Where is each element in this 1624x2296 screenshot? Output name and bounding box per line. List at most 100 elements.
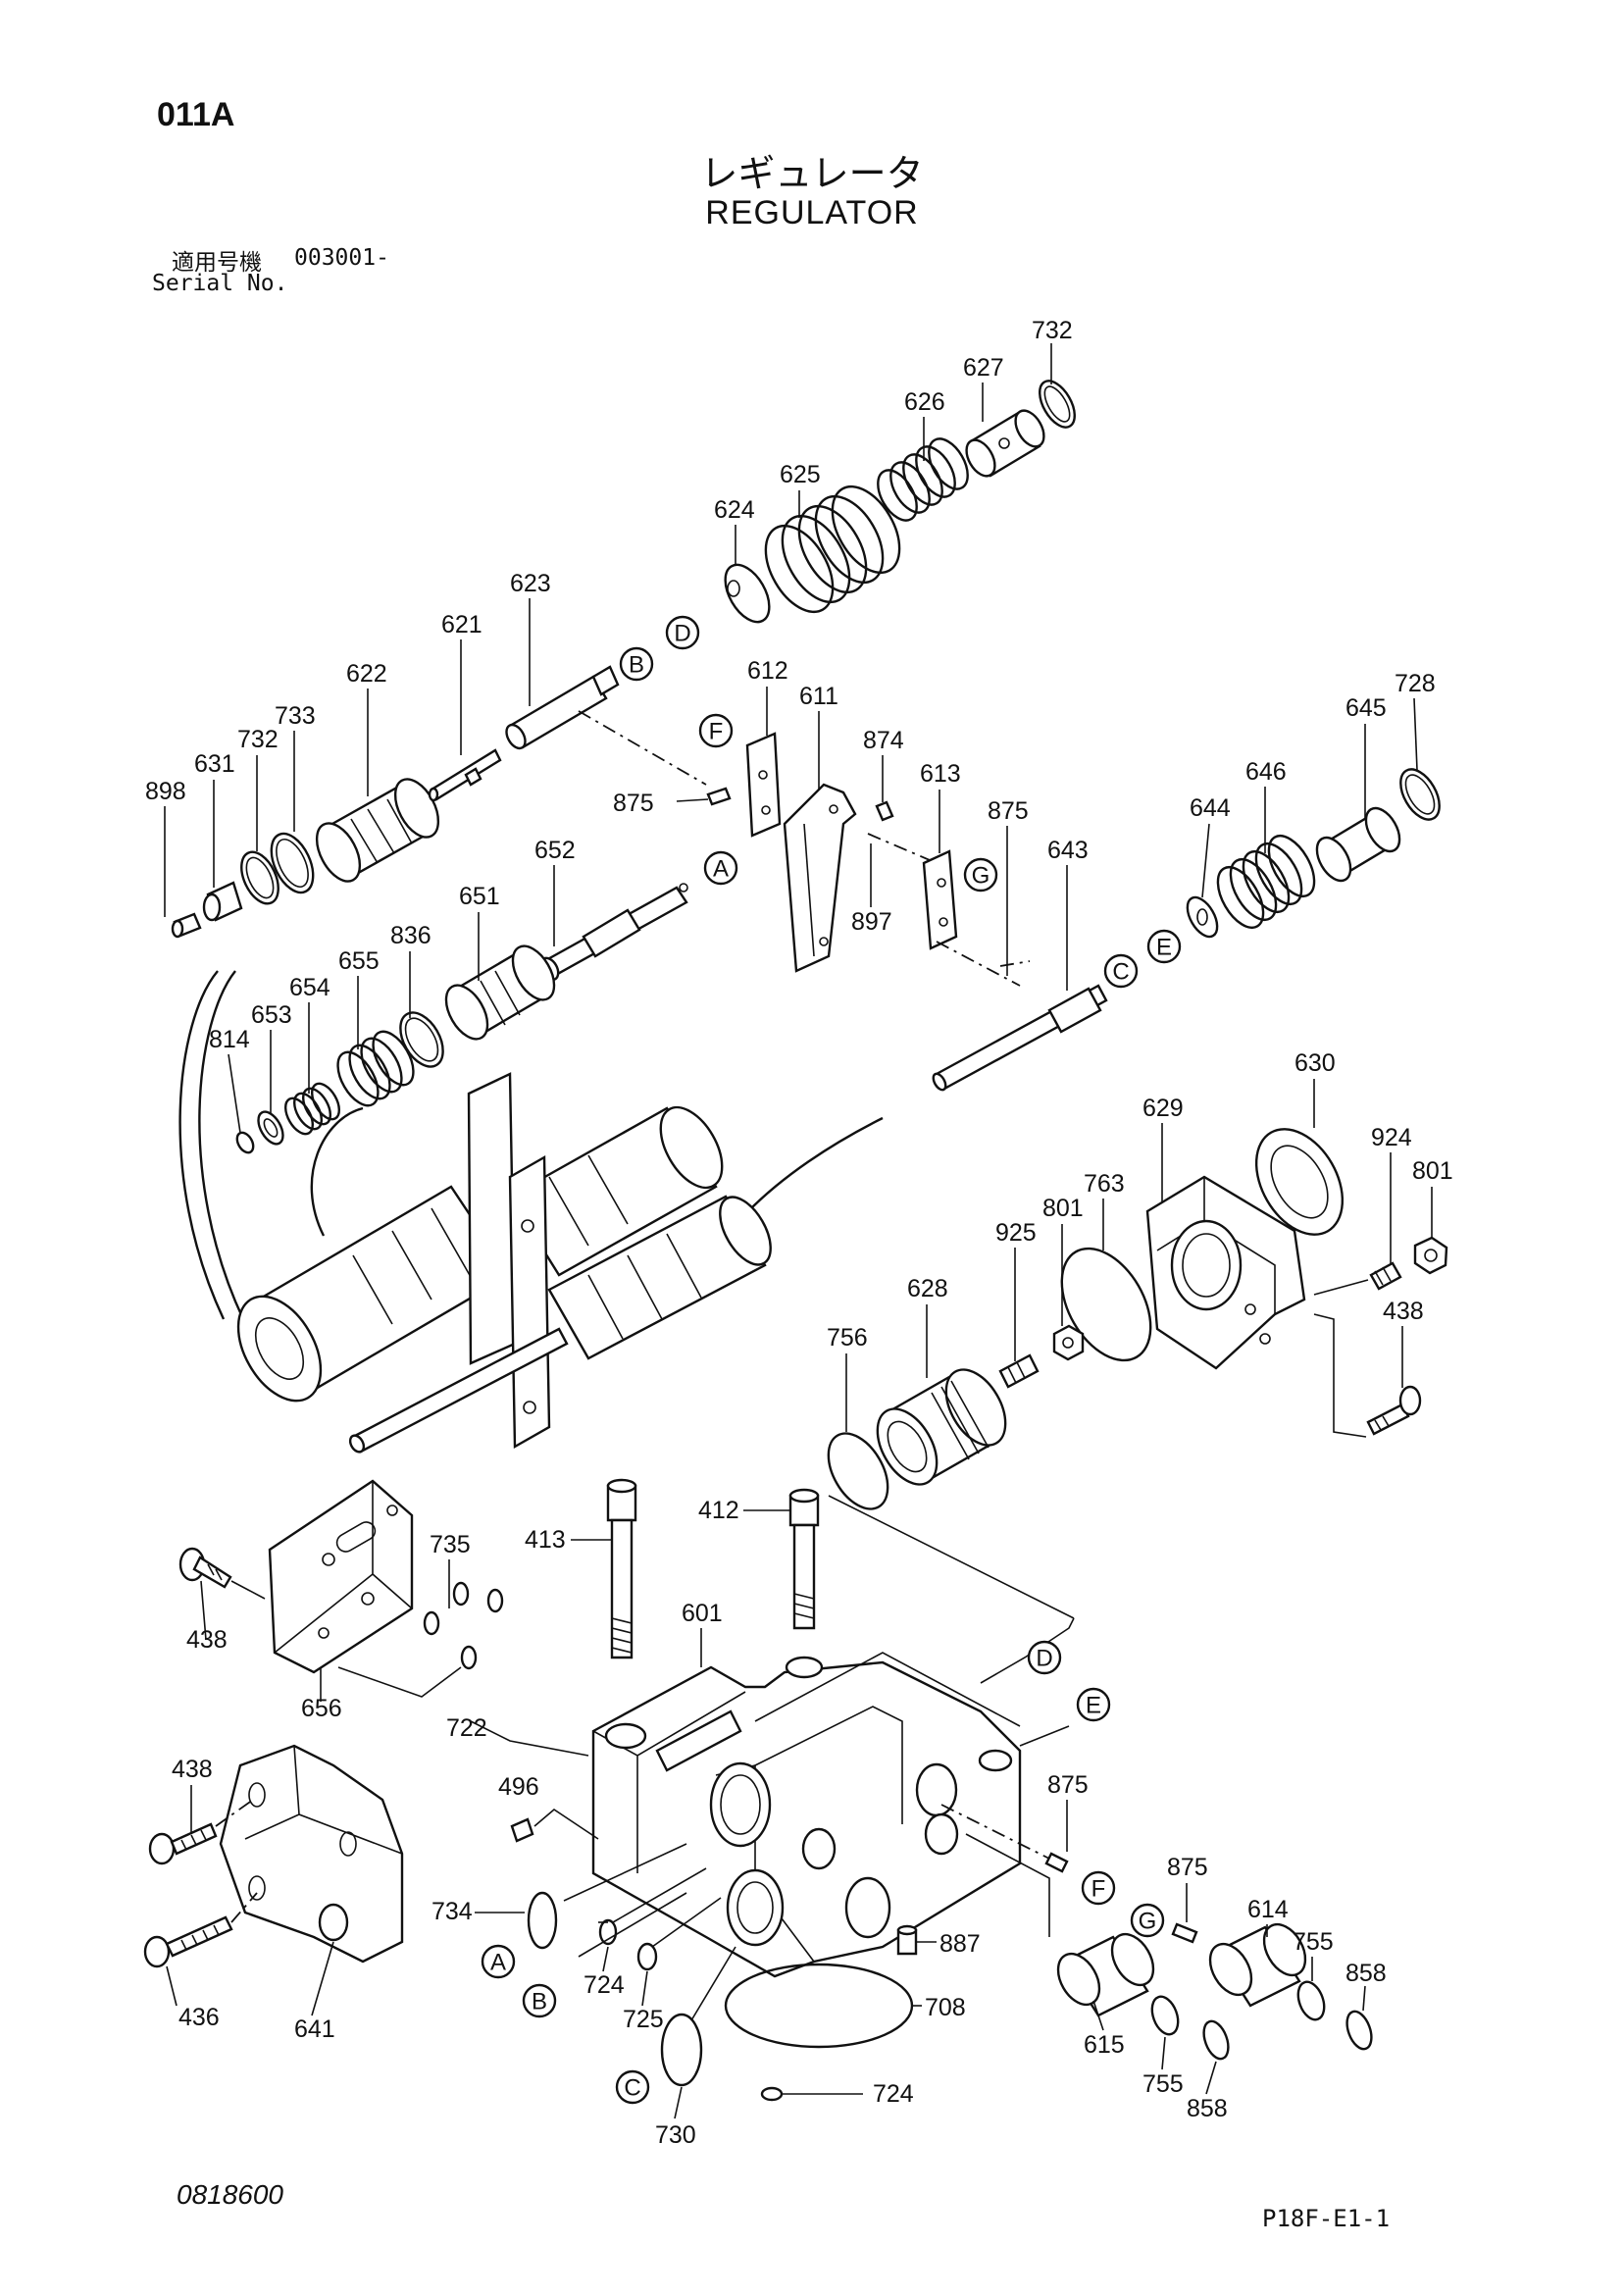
part-656-plate xyxy=(268,1479,414,1674)
part-646-spring xyxy=(1216,835,1316,929)
part-412-bolt xyxy=(788,1488,820,1630)
label-887: 887 xyxy=(939,1930,981,1958)
part-887-plug xyxy=(896,1924,918,1956)
label-728: 728 xyxy=(1395,670,1436,697)
part-708-oring xyxy=(724,1963,914,2049)
sheet-reference: P18F-E1-1 xyxy=(1262,2205,1391,2232)
label-621: 621 xyxy=(441,611,482,638)
label-628: 628 xyxy=(907,1275,948,1302)
label-630: 630 xyxy=(1294,1049,1336,1077)
ref-mark-c-bottom: C xyxy=(615,2069,650,2105)
part-644-seat xyxy=(1186,895,1219,939)
leader-lines xyxy=(164,343,1433,2119)
label-925: 925 xyxy=(995,1219,1037,1247)
ref-mark-f-bottom: F xyxy=(1081,1870,1116,1906)
ref-mark-e-bottom: E xyxy=(1076,1687,1111,1722)
label-732b: 732 xyxy=(237,726,279,753)
label-438b: 438 xyxy=(186,1626,228,1654)
label-898: 898 xyxy=(145,778,186,805)
part-436-bolt xyxy=(143,1915,233,1968)
label-614: 614 xyxy=(1247,1896,1289,1923)
part-631-plug xyxy=(202,881,243,922)
part-724-oring-bottom xyxy=(760,2086,784,2102)
drawing-number: 0818600 xyxy=(177,2179,284,2210)
label-615: 615 xyxy=(1084,2031,1125,2059)
label-624: 624 xyxy=(714,496,755,524)
serial-number-value: 003001- xyxy=(294,245,389,271)
label-755b: 755 xyxy=(1142,2070,1184,2098)
part-652-spool xyxy=(538,883,688,982)
ref-mark-e-top: E xyxy=(1146,929,1182,964)
part-651-sleeve xyxy=(444,944,556,1041)
part-874-pin xyxy=(875,800,894,822)
label-755a: 755 xyxy=(1293,1928,1334,1956)
label-643: 643 xyxy=(1047,837,1089,864)
part-655-spring xyxy=(336,1030,415,1107)
label-733: 733 xyxy=(275,702,316,730)
label-438c: 438 xyxy=(172,1756,213,1783)
label-623: 623 xyxy=(510,570,551,597)
part-611-lever xyxy=(783,783,857,973)
part-438-bolt-cover xyxy=(148,1822,218,1865)
label-652: 652 xyxy=(534,837,576,864)
ref-mark-d-bottom: D xyxy=(1027,1640,1062,1675)
part-734-oring xyxy=(527,1891,558,1950)
part-614-piston xyxy=(1208,1922,1307,2008)
label-629: 629 xyxy=(1142,1095,1184,1122)
part-613-plate xyxy=(922,849,958,950)
label-631: 631 xyxy=(194,750,235,778)
part-629-housing xyxy=(1145,1175,1306,1370)
part-615-piston xyxy=(1056,1932,1155,2017)
label-734: 734 xyxy=(431,1898,473,1925)
label-601: 601 xyxy=(682,1600,723,1627)
part-724-oring-small xyxy=(598,1918,618,1946)
label-875a: 875 xyxy=(613,790,654,817)
part-755-oring-b xyxy=(1296,1980,1326,2021)
label-641: 641 xyxy=(294,2015,335,2043)
label-735: 735 xyxy=(430,1531,471,1558)
svg-text:G: G xyxy=(1139,1909,1157,1935)
svg-text:E: E xyxy=(1086,1693,1101,1719)
label-725: 725 xyxy=(623,2006,664,2033)
svg-text:C: C xyxy=(624,2075,640,2102)
part-875-pin-g xyxy=(1171,1922,1198,1944)
part-626-spring xyxy=(877,437,969,522)
ref-mark-c-top: C xyxy=(1103,953,1139,989)
part-755-oring-a xyxy=(1150,1995,1180,2036)
label-814: 814 xyxy=(209,1026,250,1053)
part-623-pin xyxy=(505,665,620,750)
label-438a: 438 xyxy=(1383,1298,1424,1325)
part-438-bolt-left xyxy=(178,1547,232,1589)
part-732-oring-top xyxy=(1039,380,1076,429)
part-612-plate xyxy=(745,732,782,838)
part-496-plug xyxy=(510,1817,534,1843)
ref-mark-a-bottom: A xyxy=(481,1944,516,1979)
label-732: 732 xyxy=(1032,317,1073,344)
ref-mark-g-bottom: G xyxy=(1130,1903,1165,1938)
label-436: 436 xyxy=(178,2004,220,2031)
svg-text:A: A xyxy=(713,856,729,883)
part-763-oring xyxy=(1060,1247,1152,1362)
part-725-oring xyxy=(636,1942,658,1971)
part-924-setscrew xyxy=(1369,1261,1402,1291)
label-875d: 875 xyxy=(1167,1854,1208,1881)
label-622: 622 xyxy=(346,660,387,688)
part-641-cover xyxy=(219,1744,404,1964)
part-858-ring-b xyxy=(1345,2010,1373,2051)
label-613: 613 xyxy=(920,760,961,788)
label-875c: 875 xyxy=(1047,1771,1089,1799)
label-858a: 858 xyxy=(1345,1960,1387,1987)
label-836: 836 xyxy=(390,922,431,949)
part-438-bolt-right xyxy=(1366,1385,1422,1436)
part-730-oring xyxy=(660,2013,703,2087)
part-621-spool xyxy=(428,748,502,802)
part-836-snap-ring xyxy=(399,1011,444,1068)
part-630-nut xyxy=(1254,1128,1345,1236)
label-612: 612 xyxy=(747,657,788,685)
serial-label-english: Serial No. xyxy=(152,271,288,296)
part-875-pin-right xyxy=(1044,1852,1069,1873)
part-628-adjusting-screw xyxy=(876,1368,1007,1486)
part-801-nut-right xyxy=(1413,1236,1448,1275)
part-732-oring-left xyxy=(240,850,279,905)
